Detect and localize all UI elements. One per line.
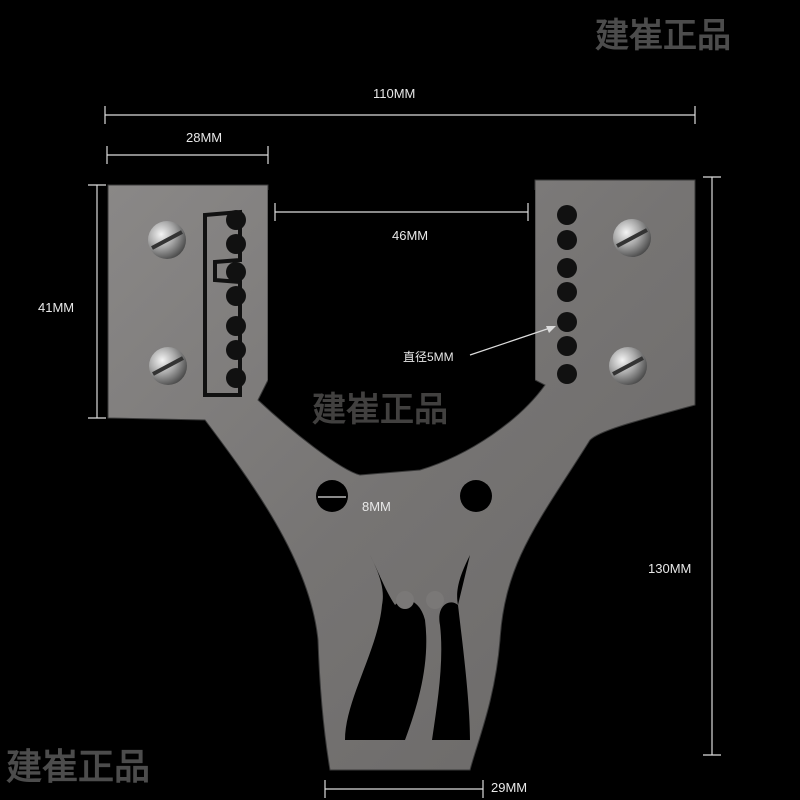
fork-gap [268,190,535,467]
right-band-slots [557,205,577,384]
dim-fork-gap: 46MM [392,228,429,243]
dim-handle-width: 29MM [491,780,528,795]
dim-arm-height: 41MM [38,300,75,315]
dim-hole-diameter: 直径5MM [403,350,454,364]
pointer-arrowhead [546,326,556,333]
screw-top-right [613,219,651,257]
screw-top-left [148,221,186,259]
dimension-lines [88,106,721,798]
left-band-slots [203,209,246,397]
watermark-bottom-left: 建崔正品 [6,747,151,788]
center-hole-right [460,480,492,512]
dim-overall-width: 110MM [373,86,416,101]
watermark-top-right: 建崔正品 [595,16,731,56]
dim-center-hole: 8MM [362,499,391,514]
screw-bottom-right [609,347,647,385]
owl-cutout [345,555,470,740]
watermark-center: 建崔正品 [312,390,448,430]
center-hole-left [316,480,348,512]
dim-total-height: 130MM [648,561,692,576]
dim-arm-width: 28MM [186,130,223,145]
screw-bottom-left [149,347,187,385]
